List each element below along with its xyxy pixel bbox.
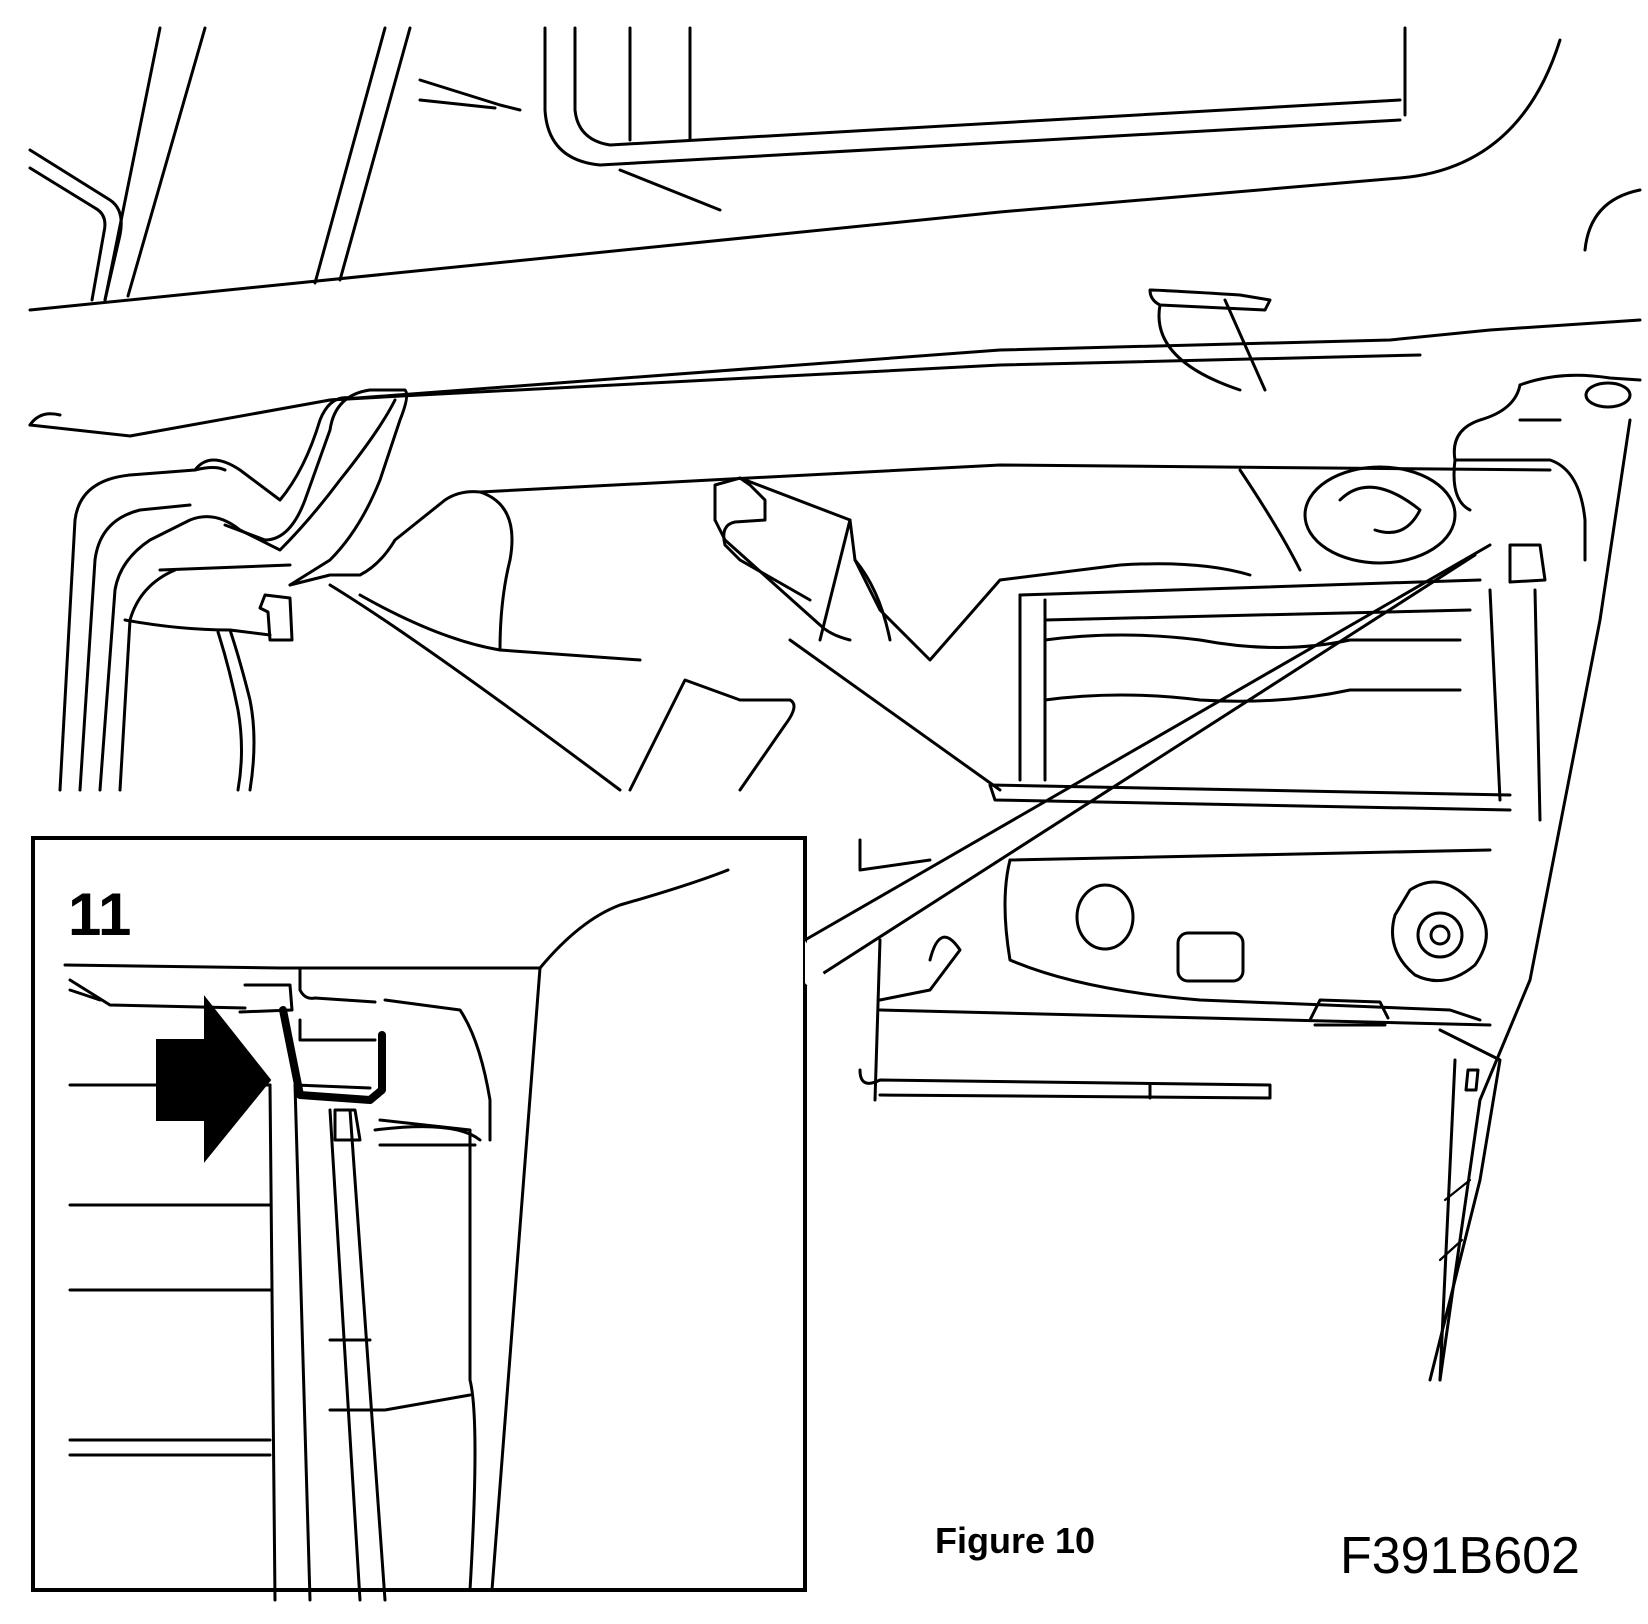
lower-panel [858, 838, 1502, 1382]
main-view [28, 26, 1642, 1382]
figure-code: F391B602 [1340, 1527, 1580, 1585]
left-bracket [58, 388, 1552, 792]
callout-leader [803, 543, 1492, 987]
figure-caption: Figure 10 [935, 1520, 1095, 1561]
center-clip [713, 468, 1547, 822]
arrow-right-icon [156, 995, 272, 1163]
inset-label: 11 [68, 881, 131, 948]
upper-frame-rails [28, 26, 1642, 438]
detail-inset: 11 [31, 836, 830, 1602]
right-bracket [1148, 188, 1642, 1382]
